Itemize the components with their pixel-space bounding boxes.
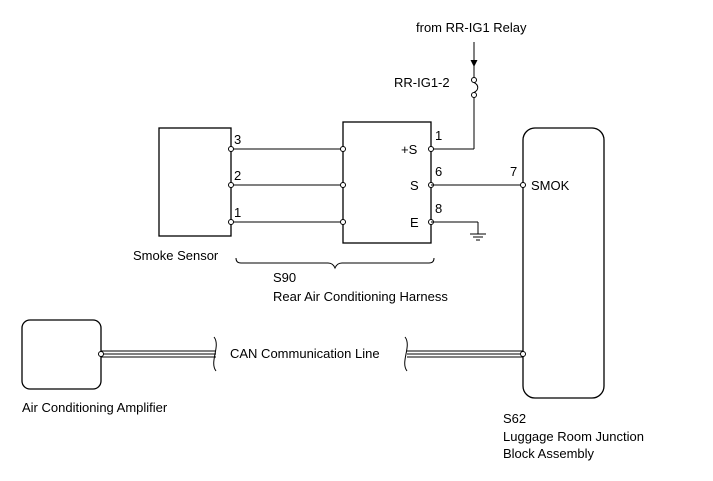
sensor-pin-1-terminal xyxy=(228,219,234,225)
harness-code: S90 xyxy=(273,270,296,285)
fuse-label: RR-IG1-2 xyxy=(394,75,450,90)
connector-terminal-plus-s: +S xyxy=(401,142,418,157)
connector-terminal-s: S xyxy=(410,178,419,193)
fuse-element xyxy=(473,82,479,93)
can-break-right xyxy=(404,336,408,372)
junction-smok-terminal xyxy=(520,182,526,188)
connector-left-terminal-mid xyxy=(340,182,346,188)
connector-box xyxy=(342,121,432,244)
ac-amplifier-box xyxy=(21,319,102,390)
ground-icon xyxy=(470,233,486,241)
harness-brace xyxy=(235,257,435,270)
relay-source-label: from RR-IG1 Relay xyxy=(416,20,527,35)
smoke-sensor-label: Smoke Sensor xyxy=(133,248,219,263)
junction-pin-7: 7 xyxy=(510,164,517,179)
junction-can-terminal xyxy=(520,351,526,357)
junction-block-name-line1: Luggage Room Junction xyxy=(503,429,644,444)
fuse-terminal-top xyxy=(471,77,477,83)
sensor-pin-2-terminal xyxy=(228,182,234,188)
connector-pin-6: 6 xyxy=(435,164,442,179)
smoke-sensor-pin-2: 2 xyxy=(234,168,241,183)
harness-name: Rear Air Conditioning Harness xyxy=(273,289,448,304)
can-bus-left xyxy=(101,350,216,358)
junction-block-box xyxy=(522,127,605,399)
smoke-sensor-box xyxy=(158,127,232,237)
connector-left-terminal-top xyxy=(340,146,346,152)
fuse-terminal-bottom xyxy=(471,92,477,98)
amplifier-can-terminal xyxy=(98,351,104,357)
sensor-pin-3-terminal xyxy=(228,146,234,152)
junction-terminal-smok: SMOK xyxy=(531,178,570,193)
junction-block-code: S62 xyxy=(503,411,526,426)
can-bus-right xyxy=(407,350,523,358)
connector-terminal-e: E xyxy=(410,215,419,230)
can-line-label: CAN Communication Line xyxy=(230,346,380,361)
connector-pin-8: 8 xyxy=(435,201,442,216)
connector-left-terminal-bottom xyxy=(340,219,346,225)
arrow-down-icon xyxy=(470,60,478,67)
smoke-sensor-pin-3: 3 xyxy=(234,132,241,147)
junction-block-name-line2: Block Assembly xyxy=(503,446,595,461)
connector-pin-1: 1 xyxy=(435,128,442,143)
can-break-left xyxy=(213,336,217,372)
connector-right-terminal-top xyxy=(428,146,434,152)
ac-amplifier-label: Air Conditioning Amplifier xyxy=(22,400,168,415)
smoke-sensor-pin-1: 1 xyxy=(234,205,241,220)
